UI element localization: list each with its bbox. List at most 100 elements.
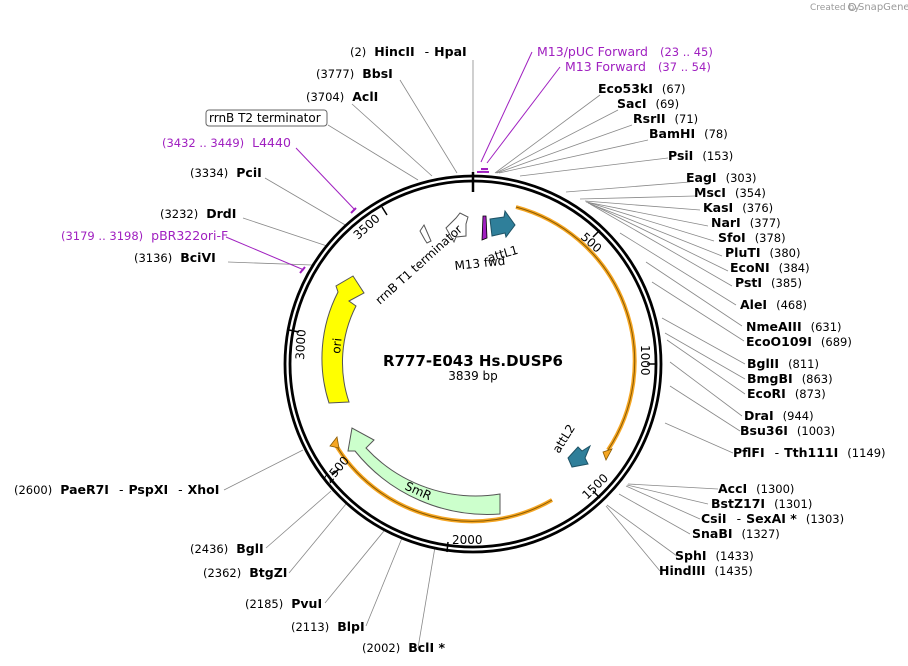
site-label-btgzi: (2362) BtgZI [203,565,287,580]
site-label-bbsi: (3777) BbsI [316,66,393,81]
restriction-sites: (2)HincII-HpaI(3777)BbsI(3704)AclI(3334)… [14,44,886,655]
primer-connector-pbr322 [225,236,305,271]
snapgene-logo-icon [848,3,856,11]
connector-drdi [242,217,328,247]
attl2-label: attL2 [550,422,578,456]
site-label-bstz17i: BstZ17I(1301) [711,496,812,511]
connector-ecori [666,339,746,395]
connector-bamhi [498,139,649,174]
primer-markers [299,167,490,274]
connector-rrnb-t2 [327,124,419,181]
site-name-csii: CsiI [701,511,727,526]
site-pos-acli: (3704) [306,90,344,104]
connector-drai [669,361,743,417]
site-name-pvui: PvuI [291,596,322,611]
site-name-psti: PstI [735,275,762,290]
orange-arc-right-arrowhead [602,448,613,461]
feature-smr: SmR [347,427,501,515]
site-name-pcii: PciI [236,165,262,180]
site-label-paer7i: (2600)PaeR7I-PspXI-XhoI [14,482,219,497]
connector-psii [519,157,669,177]
site-pos-psii: (153) [702,149,733,163]
site-pos-hindiii: (1435) [715,564,753,578]
site-name-ecori: EcoRI [747,386,786,401]
site-pos-eco53ki: (67) [662,82,686,96]
site-pos-econi: (384) [779,261,810,275]
site-name-btgzi: BtgZI [249,565,287,580]
site-extra-csii: SexAI * [746,511,797,526]
site-pos-sfoi: (378) [755,231,786,245]
site-label-saci: SacI(69) [617,96,679,111]
site-sep-paer7i: - [119,482,124,497]
site-label-msci: MscI(354) [694,185,766,200]
site-pos-bamhi: (78) [704,127,728,141]
tick-1000: 1000 [638,345,652,376]
site-pos-pluti: (380) [770,246,801,260]
connector-bsu36i [669,385,741,432]
site-name-bglii: BglII [747,356,779,371]
site-label-plfi: PflFI-Tth111I(1149) [733,445,886,460]
site-label-nari: NarI(377) [711,215,781,230]
site-name-bbsi: BbsI [362,66,393,81]
site-label-econi: EcoNI(384) [730,260,810,275]
site-pos-eagi: (303) [726,171,757,185]
site-pos-nmeaiii: (631) [811,320,842,334]
site-pos-plfi: (1149) [847,446,885,460]
site-label-bsu36i: Bsu36I(1003) [740,423,835,438]
connector-bglii [661,317,746,365]
site-label-hindiii: HindIII(1435) [659,563,753,578]
rrnb-t2-label: rrnB T2 terminator [209,111,321,125]
site-pos-snabi: (1327) [742,527,780,541]
site-sep-plfi: - [775,445,780,460]
connector-nari [585,201,709,227]
connector-psti [589,203,733,287]
site-name-blpi: BlpI [337,619,364,634]
connector-acli [351,103,433,177]
feature-ori: ori [321,275,365,404]
attl1-arrow [489,209,516,239]
connector-btgzi [288,503,347,574]
primer-range-m13puc: (23 .. 45) [660,45,713,59]
primer-name-m13puc: M13/pUC Forward [537,44,648,59]
site-pos-drai: (944) [783,409,814,423]
site-label-acci: AccI(1300) [718,481,794,496]
site-label-sphi: SphI(1433) [675,548,754,563]
connector-alei [619,232,737,306]
primer-sites: M13/pUC Forward(23 .. 45)M13 Forward(37 … [61,44,713,243]
site-label-drai: DraI(944) [744,408,814,423]
site-label-acli: (3704)AclI [306,89,378,104]
site-pos-bsu36i: (1003) [797,424,835,438]
site-name-sfoi: SfoI [718,230,746,245]
connector-eco53ki [494,94,601,174]
site-pos-pcii: (3334) [190,166,228,180]
plasmid-length: 3839 bp [448,369,498,383]
connector-hindiii [605,505,661,572]
connector-sphi [606,504,678,557]
site-pos-btgzi: (2362) [203,566,241,580]
primer-label-m13puc: M13/pUC Forward (23 .. 45) [537,44,713,59]
site-label-pcii: (3334) PciI [190,165,262,180]
primer-marker-pbr322 [299,266,306,274]
site-label-kasi: KasI(376) [703,200,773,215]
site-label-drdi: (3232)DrdI [160,206,236,221]
smr-arrow [347,427,501,515]
site-name-bcivi: BciVI [180,250,216,265]
site-pos-bgli: (2436) [190,542,228,556]
site-name-eagi: EagI [686,170,717,185]
site-pos-ecori: (873) [795,387,826,401]
site-extra-paer7i: XhoI [188,482,220,497]
feature-m13fwd: M13 fwd [454,215,506,273]
site-label-eagi: EagI (303) [686,170,757,185]
site-name-alei: AleI [740,297,767,312]
site-extra-paer7i: PspXI [128,482,168,497]
connector-nmeaiii [645,261,743,327]
site-label-bglii: BglII(811) [747,356,819,371]
connector-bmgbi [664,332,746,380]
site-sep-csii: - [737,511,742,526]
label-connectors [223,60,746,649]
site-name-saci: SacI [617,96,647,111]
primer-connector-l4440 [295,147,356,211]
site-pos-bbsi: (3777) [316,67,354,81]
primer-range-pbr322: (3179 .. 3198) [61,229,143,243]
